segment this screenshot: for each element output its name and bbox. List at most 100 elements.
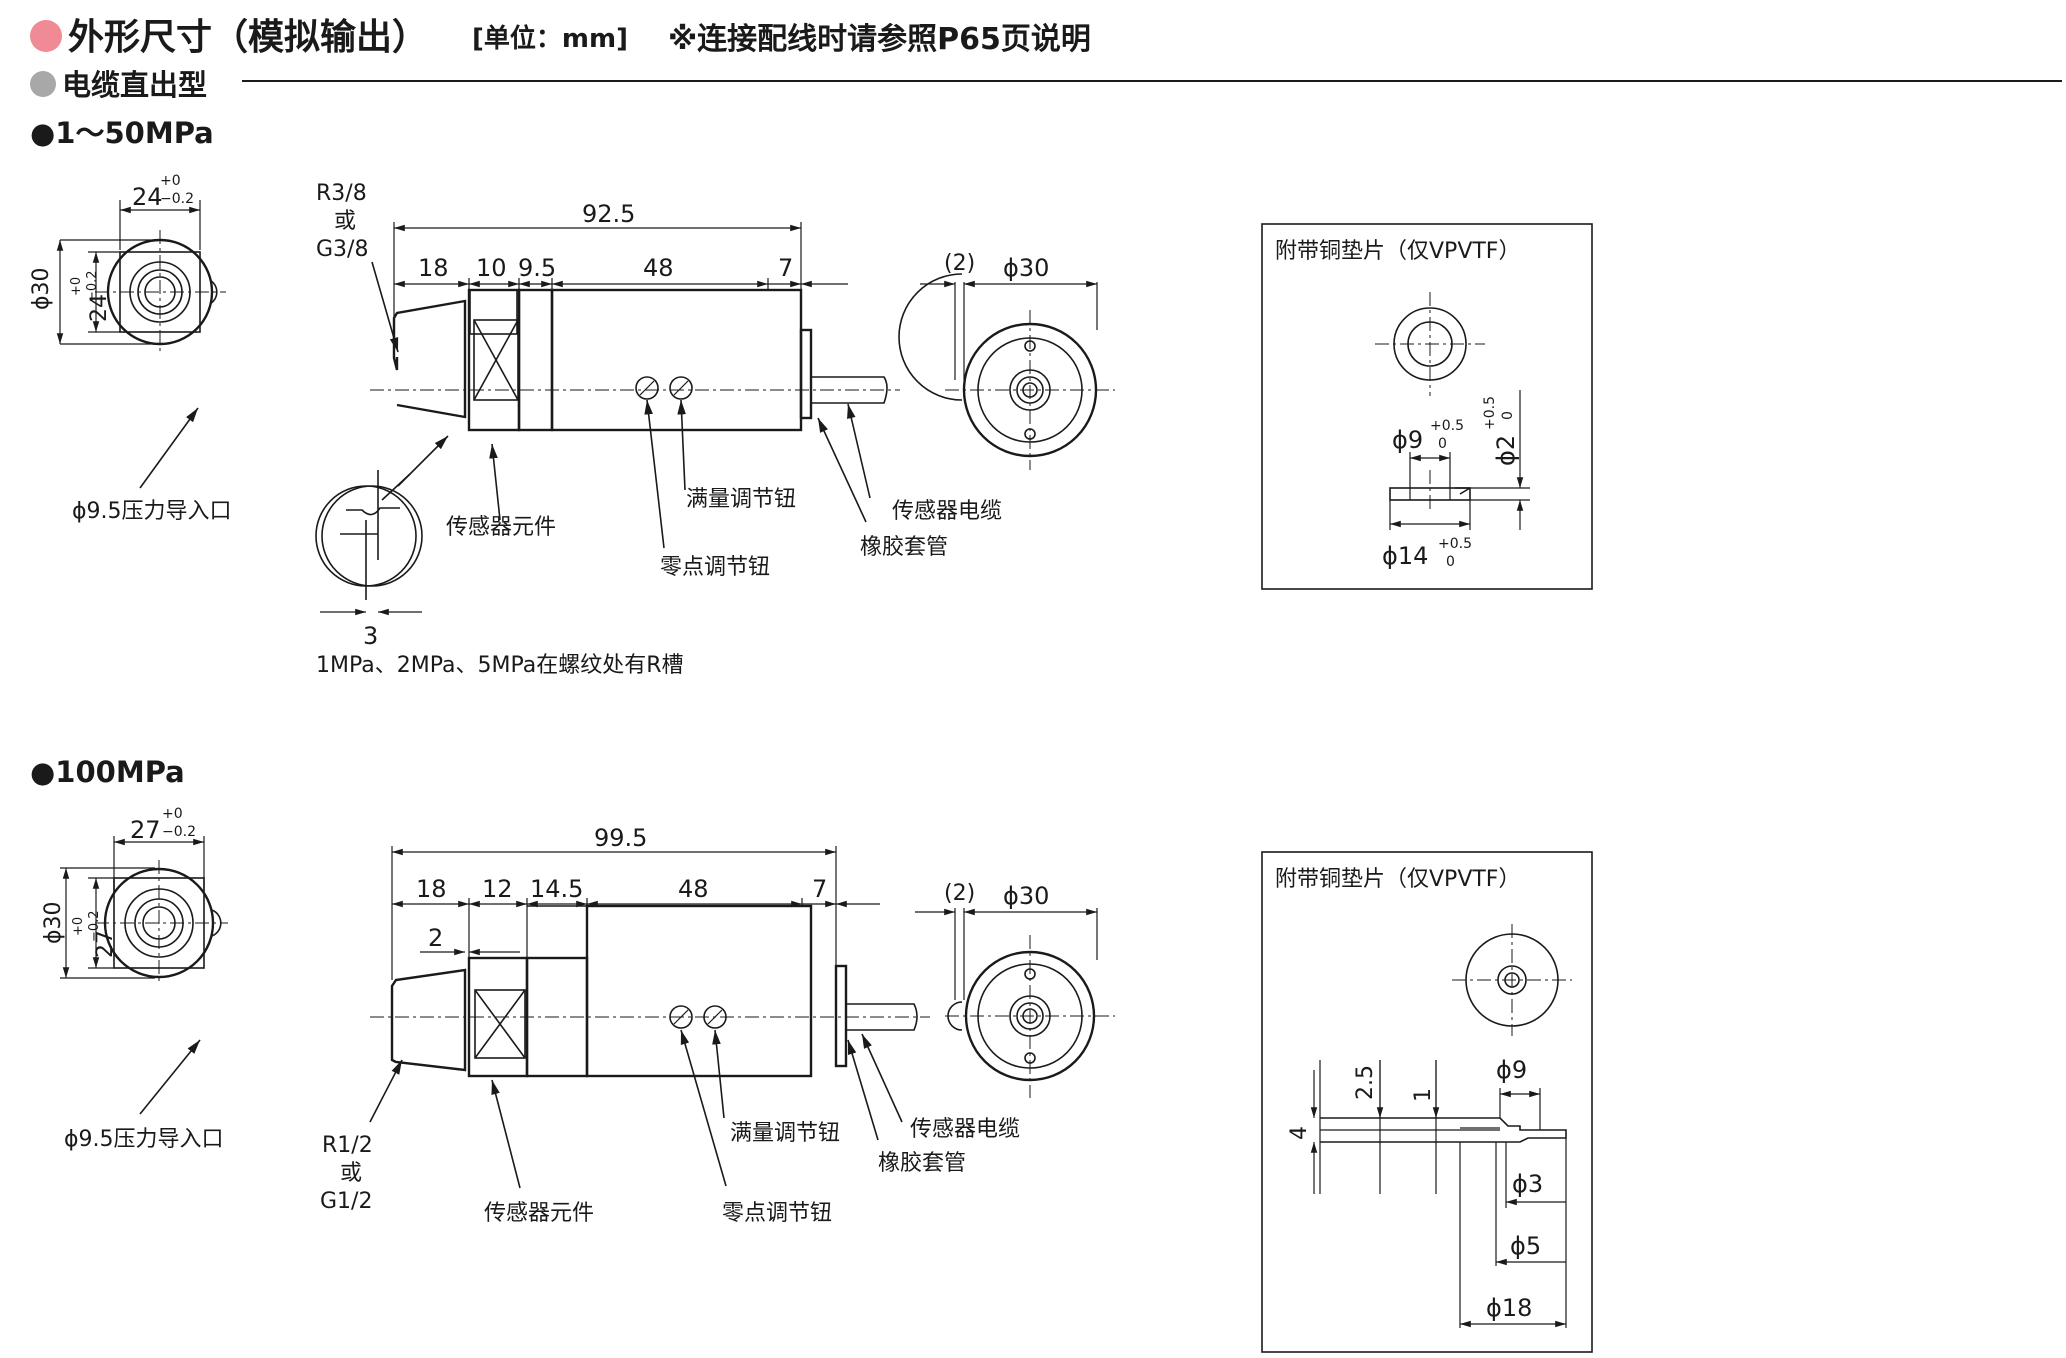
washer-panel-2: 附带铜垫片（仅VPVTF） 4 2.5 1 ϕ9 ϕ3 ϕ5 ϕ18	[1261, 851, 1593, 1353]
unit-label: [单位：mm]	[472, 24, 628, 54]
full-knob-1	[669, 376, 693, 400]
seg-dim-2: 9.5	[518, 254, 556, 282]
svg-text:+0: +0	[162, 806, 183, 822]
front-width-value-2: 27	[130, 816, 161, 844]
svg-text:−0.2: −0.2	[85, 270, 100, 302]
element-label-2: 传感器元件	[484, 1201, 594, 1226]
full-knob-2	[703, 1005, 727, 1029]
washer-outer-dim-1: ϕ14	[1382, 542, 1428, 570]
element-label-1: 传感器元件	[446, 515, 556, 540]
seg-dim-0: 18	[418, 254, 449, 282]
thread-label-2c: G1/2	[320, 1189, 372, 1214]
section-heading-100mpa: ●100MPa	[30, 755, 185, 789]
washer-h3-2: 4	[1287, 1126, 1312, 1140]
svg-text:+0.5: +0.5	[1430, 418, 1464, 434]
zero-knob-1	[635, 376, 659, 400]
front-width-value-1: 24	[132, 183, 163, 211]
side-view-2: 99.5 18 12 14.5 48 7 2 R1/2 或 G1/2 传感器元件	[320, 824, 1020, 1226]
rear-dia-dim-2: ϕ30	[1003, 882, 1049, 910]
svg-text:−0.2: −0.2	[162, 824, 196, 840]
segment-dims-2: 18 12 14.5 48 7 2	[392, 875, 880, 958]
seg-dim-4: 7	[778, 254, 793, 282]
segment-dims-1: 18 10 9.5 48 7	[394, 254, 848, 290]
thread-2	[390, 968, 467, 1072]
seg2-dim-1: 12	[482, 875, 513, 903]
washer-d5-2: ϕ5	[1510, 1232, 1541, 1260]
washer-thick-dim-1: ϕ2	[1492, 435, 1520, 466]
side-view-1: 92.5 18 10 9.5 48 7 R3/8 或 G3/8 传感器元件 满量	[315, 181, 1002, 678]
seg-dim-3: 48	[643, 254, 674, 282]
thread-label-1b: 或	[334, 209, 356, 234]
gap-dim-2: (2)	[944, 881, 975, 906]
section-heading-1-50mpa: ●1～50MPa	[30, 116, 214, 150]
groove-detail-circle-1	[315, 485, 417, 587]
thread-label-1c: G3/8	[316, 237, 368, 262]
washer-h2-2: 1	[1411, 1088, 1436, 1102]
page-title: 外形尺寸（模拟输出）	[30, 8, 428, 60]
svg-text:−0.2: −0.2	[160, 191, 194, 207]
wiring-note: ※连接配线时请参照P65页说明	[668, 22, 1091, 57]
gap-dim-1: (2)	[944, 251, 975, 276]
front-height-value-1: 24	[87, 294, 112, 322]
rear-view-2: (2) ϕ30	[915, 881, 1115, 1098]
zero-adjust-label-2: 零点调节钮	[722, 1201, 832, 1226]
cable-label-2: 传感器电缆	[910, 1117, 1020, 1142]
thread-label-2b: 或	[340, 1161, 362, 1186]
main-body-1	[550, 288, 803, 432]
washer-h1-2: 2.5	[1353, 1065, 1378, 1100]
washer-title-2: 附带铜垫片（仅VPVTF）	[1275, 867, 1520, 892]
svg-text:+0.5: +0.5	[1438, 536, 1472, 552]
hex-section-1	[467, 288, 521, 432]
pink-bullet-icon	[30, 20, 62, 52]
front-dia-value-1: ϕ30	[29, 267, 54, 310]
svg-text:0: 0	[1500, 411, 1516, 420]
thread-1	[392, 299, 467, 419]
main-body-2	[585, 904, 813, 1078]
sleeve-label-2: 橡胶套管	[878, 1151, 966, 1176]
front-view-2: 27 +0 −0.2 ϕ30 27 +0 −0.2 ϕ9.5压力导入口	[41, 806, 228, 1152]
cable-label-1: 传感器电缆	[892, 499, 1002, 524]
washer-inner-dim-1: ϕ9	[1392, 426, 1423, 454]
cable-1	[811, 376, 888, 404]
port-label-2: ϕ9.5压力导入口	[64, 1127, 224, 1152]
element-square-2	[474, 989, 526, 1059]
zero-adjust-label-1: 零点调节钮	[660, 555, 770, 580]
washer-d9-2: ϕ9	[1496, 1056, 1527, 1084]
svg-text:0: 0	[1438, 436, 1447, 452]
full-adjust-label-1: 满量调节钮	[686, 487, 796, 512]
seg2-dim-4: 7	[812, 875, 827, 903]
washer-panel-1: 附带铜垫片（仅VPVTF） ϕ9 +0.5 0 ϕ14 +0.5 0 ϕ2 +0…	[1261, 223, 1593, 590]
svg-text:+0: +0	[71, 917, 86, 936]
header-rule	[242, 80, 2062, 82]
subtitle: 电缆直出型	[30, 62, 207, 104]
front-height-value-2: 27	[93, 930, 118, 958]
seg2-dim-0: 18	[416, 875, 447, 903]
svg-text:−0.2: −0.2	[87, 910, 102, 942]
seg-dim-1: 10	[476, 254, 507, 282]
washer-box-2	[1261, 851, 1593, 1353]
port-label-1: ϕ9.5压力导入口	[72, 499, 232, 524]
svg-text:+0.5: +0.5	[1482, 396, 1498, 430]
full-adjust-label-2: 满量调节钮	[730, 1121, 840, 1146]
washer-d18-2: ϕ18	[1486, 1294, 1532, 1322]
groove-dim-1: 3	[363, 622, 378, 650]
washer-title-1: 附带铜垫片（仅VPVTF）	[1275, 239, 1520, 264]
cable-2	[846, 1003, 918, 1031]
washer-section-2	[1320, 1117, 1567, 1143]
washer-box-1	[1261, 223, 1593, 590]
groove-note-1: 1MPa、2MPa、5MPa在螺纹处有R槽	[316, 653, 684, 678]
thread-label-1a: R3/8	[316, 181, 367, 206]
front-dia-value-2: ϕ30	[41, 901, 66, 944]
total-length-2: 99.5	[594, 824, 647, 852]
seg2-dim-2: 14.5	[530, 875, 583, 903]
cable-stub-1	[209, 279, 218, 305]
zero-knob-2	[669, 1005, 693, 1029]
svg-text:+0: +0	[69, 277, 84, 296]
total-length-1: 92.5	[582, 200, 635, 228]
rear-dia-dim-1: ϕ30	[1003, 254, 1049, 282]
washer-d3-2: ϕ3	[1512, 1170, 1543, 1198]
rear-view-1: (2) ϕ30	[898, 251, 1115, 470]
thread-label-2a: R1/2	[322, 1133, 373, 1158]
svg-text:+0: +0	[160, 173, 181, 189]
